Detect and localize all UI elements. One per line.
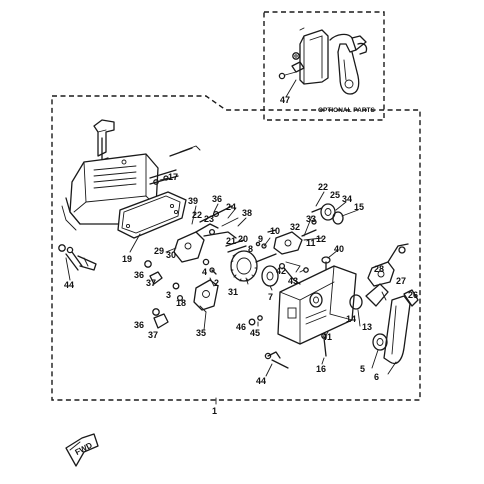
callout-part-41: 41 (322, 332, 332, 342)
callout-part-6: 6 (374, 372, 379, 382)
callout-part-20: 20 (238, 234, 248, 244)
control-lever (349, 243, 419, 365)
main-case (277, 256, 357, 345)
callout-part-17: 17 (168, 172, 178, 182)
callout-part-21: 21 (226, 236, 236, 246)
callout-part-35: 35 (196, 328, 206, 338)
callout-part-36-mid: 36 (134, 270, 144, 280)
callout-part-30: 30 (166, 250, 176, 260)
callout-part-7: 7 (268, 292, 273, 302)
callout-part-28: 28 (374, 264, 384, 274)
callout-part-22-left: 22 (192, 210, 202, 220)
callout-part-38: 38 (242, 208, 252, 218)
callout-part-12: 12 (316, 234, 326, 244)
callout-part-26: 26 (408, 290, 418, 300)
bottom-screws (248, 315, 327, 369)
callout-47: 47 (280, 95, 290, 105)
callout-part-19: 19 (122, 254, 132, 264)
cover-plate (117, 191, 187, 239)
leader-lines (65, 177, 397, 405)
callout-part-22-right: 22 (318, 182, 328, 192)
callout-part-2: 2 (214, 278, 219, 288)
callout-part-16: 16 (316, 364, 326, 374)
callout-part-13: 13 (362, 322, 372, 332)
callout-part-11: 11 (306, 238, 316, 248)
callout-part-33: 33 (306, 214, 316, 224)
callout-part-46: 46 (236, 322, 246, 332)
callout-part-5: 5 (360, 364, 365, 374)
optional-bracket-drawing (278, 27, 368, 95)
callout-part-31: 31 (228, 287, 238, 297)
callout-part-34: 34 (342, 194, 352, 204)
callout-part-40: 40 (334, 244, 344, 254)
callout-part-44-left: 44 (64, 280, 74, 290)
callout-part-15: 15 (354, 202, 364, 212)
assembly-frame (51, 95, 421, 401)
callout-part-18: 18 (176, 298, 186, 308)
callout-part-36-low: 36 (134, 320, 144, 330)
callout-part-43: 43 (288, 276, 298, 286)
optional-parts-frame (263, 11, 385, 121)
callout-part-14: 14 (346, 314, 356, 324)
callout-part-42: 42 (276, 266, 286, 276)
left-screw-set (58, 244, 97, 271)
callout-part-24: 24 (226, 202, 236, 212)
callout-part-8: 8 (248, 244, 253, 254)
callout-part-39: 39 (188, 196, 198, 206)
optional-parts-box: 47 OPTIONAL PARTS (263, 11, 385, 121)
callout-part-36-top: 36 (212, 194, 222, 204)
callout-part-9: 9 (258, 234, 263, 244)
callout-part-3: 3 (166, 290, 171, 300)
callout-part-29: 29 (154, 246, 164, 256)
callout-part-37-mid: 37 (146, 278, 156, 288)
callout-part-45: 45 (250, 328, 260, 338)
callout-part-37-low: 37 (148, 330, 158, 340)
callout-part-23: 23 (204, 214, 214, 224)
callout-part-44-bottom: 44 (256, 376, 266, 386)
callout-part-27: 27 (396, 276, 406, 286)
callout-part-32: 32 (290, 222, 300, 232)
callout-1: 1 (212, 406, 217, 416)
fwd-arrow: FWD (65, 433, 99, 467)
callout-part-25: 25 (330, 190, 340, 200)
callout-part-10: 10 (270, 226, 280, 236)
callout-part-4: 4 (202, 267, 207, 277)
